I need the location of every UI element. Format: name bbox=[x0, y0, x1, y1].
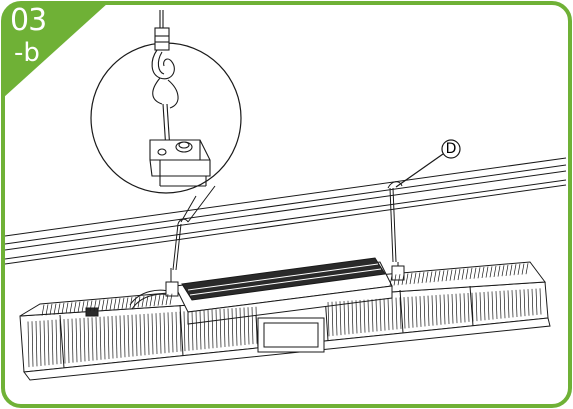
step-suffix: -b bbox=[14, 38, 40, 68]
step-number: 03 bbox=[10, 3, 47, 38]
detail-magnifier bbox=[90, 10, 242, 194]
heatsink-fins bbox=[27, 263, 542, 368]
step-badge-triangle bbox=[3, 3, 108, 98]
callout-label: D bbox=[445, 141, 457, 157]
ceiling-beam bbox=[4, 157, 567, 265]
callout-d bbox=[395, 139, 461, 188]
detail-leader-lines bbox=[180, 185, 216, 223]
